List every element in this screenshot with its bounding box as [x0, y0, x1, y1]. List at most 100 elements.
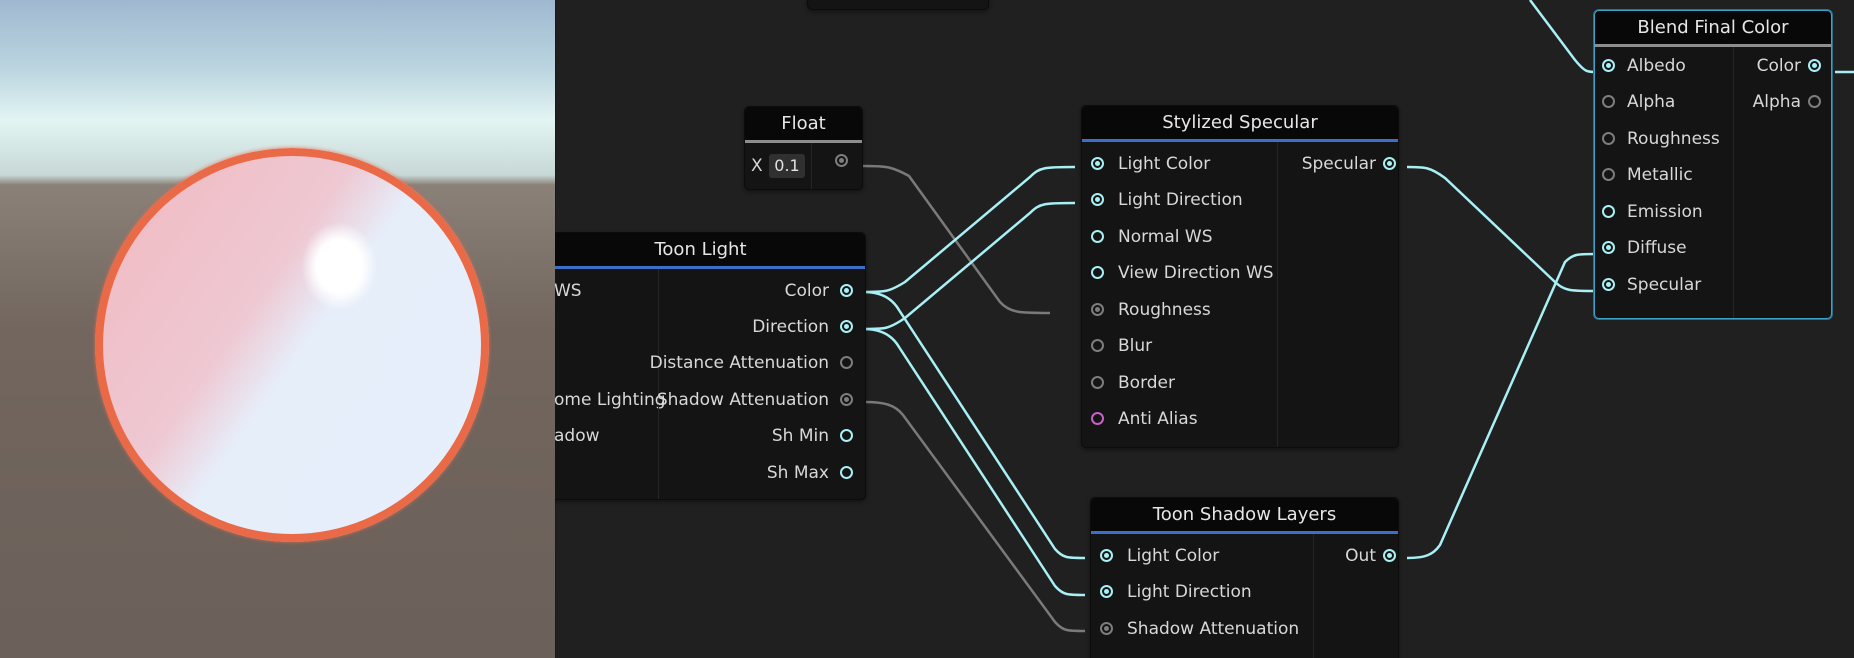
toon-light-input[interactable]: WS [555, 281, 582, 301]
toon-light-title-text: Toon Light [654, 239, 747, 260]
port-dot[interactable] [1383, 549, 1396, 562]
port-label: Alpha [1752, 92, 1801, 112]
port-dot[interactable] [840, 356, 853, 369]
port-dot[interactable] [1602, 59, 1615, 72]
float-node[interactable]: Float X 0.1 [744, 106, 863, 190]
toon-light-node[interactable]: Toon Light WS ome Lighting adow Color Di… [555, 232, 866, 500]
port-dot[interactable] [1602, 132, 1615, 145]
port-label: Roughness [1118, 300, 1211, 320]
port-dot[interactable] [1100, 622, 1113, 635]
blend-input-emission[interactable]: Emission [1595, 194, 1733, 230]
shadow-output-out[interactable]: Out [1314, 538, 1398, 574]
port-label: Color [1756, 56, 1801, 76]
port-dot[interactable] [1091, 157, 1104, 170]
toon-light-output-color[interactable]: Color [660, 273, 865, 309]
port-label: Specular [1627, 275, 1702, 295]
port-dot[interactable] [1091, 266, 1104, 279]
port-dot[interactable] [1602, 241, 1615, 254]
float-value-field[interactable]: 0.1 [769, 154, 805, 178]
shader-graph-canvas[interactable]: Float X 0.1 Toon Light WS ome Lighting a… [555, 0, 1854, 658]
blend-input-diffuse[interactable]: Diffuse [1595, 230, 1733, 266]
port-dot[interactable] [840, 466, 853, 479]
port-dot[interactable] [1383, 157, 1396, 170]
port-dot[interactable] [1602, 278, 1615, 291]
specular-input-view-direction-ws[interactable]: View Direction WS [1082, 255, 1277, 291]
port-label: Sh Min [771, 426, 829, 446]
port-label: Color [784, 281, 829, 301]
blend-output-color[interactable]: Color [1735, 48, 1831, 84]
preview-sphere [95, 148, 489, 542]
port-dot[interactable] [1091, 376, 1104, 389]
toon-light-output-sh-min[interactable]: Sh Min [660, 418, 865, 454]
specular-input-roughness[interactable]: Roughness [1082, 292, 1277, 328]
port-label: Emission [1627, 202, 1703, 222]
toon-light-output-shadow-attenuation[interactable]: Shadow Attenuation [656, 382, 865, 418]
blend-output-alpha[interactable]: Alpha [1735, 84, 1831, 120]
stylized-specular-title: Stylized Specular [1082, 106, 1398, 142]
toon-light-output-direction[interactable]: Direction [660, 309, 865, 345]
blend-input-metallic[interactable]: Metallic [1595, 157, 1733, 193]
blend-input-roughness[interactable]: Roughness [1595, 121, 1733, 157]
wire-shadow-attenuation [863, 400, 1086, 633]
port-label: Alpha [1627, 92, 1676, 112]
specular-input-border[interactable]: Border [1082, 365, 1277, 401]
toon-shadow-layers-node[interactable]: Toon Shadow Layers Light Color Light Dir… [1090, 497, 1399, 658]
specular-output-specular[interactable]: Specular [1278, 146, 1398, 182]
partial-node-top[interactable] [807, 0, 989, 10]
wire-color-to-specular-light-color [863, 165, 1076, 294]
blend-final-color-title: Blend Final Color [1595, 11, 1831, 47]
port-dot[interactable] [1091, 193, 1104, 206]
stylized-specular-node[interactable]: Stylized Specular Light Color Light Dire… [1081, 105, 1399, 448]
shadow-input-light-direction[interactable]: Light Direction [1091, 574, 1313, 610]
float-output-port[interactable] [835, 154, 848, 167]
wire-direction-to-shadow-light-direction [863, 327, 1086, 597]
port-dot[interactable] [1808, 95, 1821, 108]
port-dot[interactable] [840, 284, 853, 297]
port-label: Light Color [1127, 546, 1220, 566]
port-dot[interactable] [1808, 59, 1821, 72]
toon-light-input[interactable]: adow [555, 426, 600, 446]
port-label: Direction [752, 317, 829, 337]
specular-input-blur[interactable]: Blur [1082, 328, 1277, 364]
wire-specular-to-blend-specular [1406, 165, 1597, 293]
port-label: Light Color [1118, 154, 1211, 174]
port-label: Specular [1301, 154, 1376, 174]
specular-input-light-color[interactable]: Light Color [1082, 146, 1277, 182]
port-dot[interactable] [1602, 95, 1615, 108]
port-label: Anti Alias [1118, 409, 1198, 429]
blend-final-color-node[interactable]: Blend Final Color Albedo Alpha Roughness… [1594, 10, 1832, 319]
toon-light-input[interactable]: ome Lighting [555, 390, 666, 410]
specular-input-light-direction[interactable]: Light Direction [1082, 182, 1277, 218]
port-label: Out [1345, 546, 1376, 566]
blend-input-alpha[interactable]: Alpha [1595, 84, 1733, 120]
toon-shadow-layers-title: Toon Shadow Layers [1091, 498, 1398, 534]
port-dot[interactable] [1100, 549, 1113, 562]
port-dot[interactable] [1100, 585, 1113, 598]
specular-input-anti-alias[interactable]: Anti Alias [1082, 401, 1277, 437]
port-dot[interactable] [840, 320, 853, 333]
port-label: Blur [1118, 336, 1153, 356]
blend-input-specular[interactable]: Specular [1595, 267, 1733, 303]
port-dot[interactable] [1091, 339, 1104, 352]
shadow-input-shadow-attenuation[interactable]: Shadow Attenuation [1091, 611, 1313, 647]
toon-light-output-sh-max[interactable]: Sh Max [660, 455, 865, 491]
port-dot[interactable] [840, 393, 853, 406]
port-label: Sh Max [766, 463, 829, 483]
port-label: View Direction WS [1118, 263, 1274, 283]
port-dot[interactable] [1091, 412, 1104, 425]
specular-input-normal-ws[interactable]: Normal WS [1082, 219, 1277, 255]
toon-light-output-distance-attenuation[interactable]: Distance Attenuation [650, 345, 865, 381]
material-preview-viewport[interactable] [0, 0, 556, 658]
port-dot[interactable] [1602, 168, 1615, 181]
port-dot[interactable] [1091, 230, 1104, 243]
wire-out-to-blend-diffuse [1406, 252, 1597, 560]
port-label: Roughness [1627, 129, 1720, 149]
port-label: Shadow Attenuation [656, 390, 829, 410]
wire-direction-to-specular-light-direction [863, 201, 1076, 331]
port-dot[interactable] [840, 429, 853, 442]
shadow-input-light-color[interactable]: Light Color [1091, 538, 1313, 574]
blend-input-albedo[interactable]: Albedo [1595, 48, 1733, 84]
port-dot[interactable] [1091, 303, 1104, 316]
port-dot[interactable] [1602, 205, 1615, 218]
wire-incoming-albedo [1529, 0, 1597, 74]
